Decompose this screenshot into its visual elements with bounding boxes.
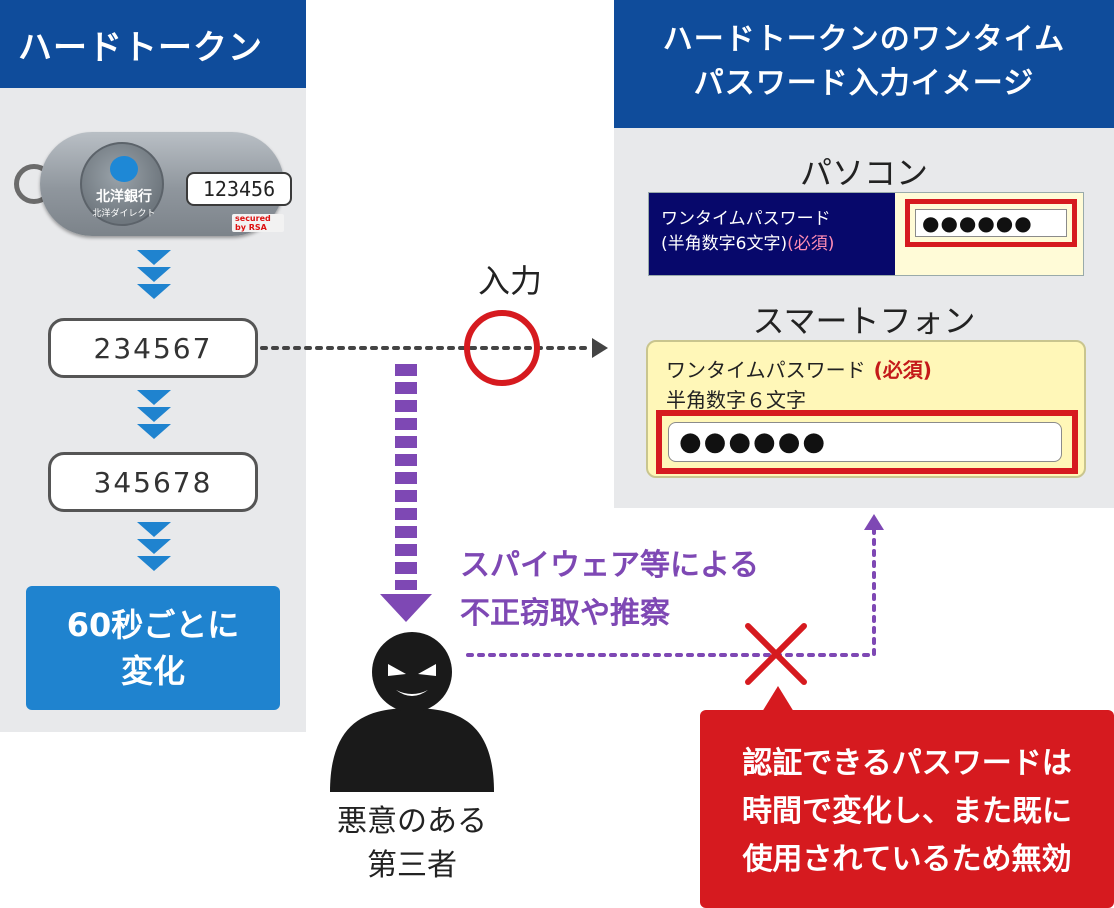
- smartphone-otp-hint: 半角数字６文字: [666, 388, 806, 412]
- reuse-attempt-dotted-line: [466, 528, 876, 657]
- theft-label-line1: スパイウェア等による: [460, 548, 760, 583]
- pc-required-label: (必須): [787, 234, 835, 254]
- blocked-x-icon: [745, 623, 807, 685]
- reuse-attempt-arrow-head-icon: [864, 514, 884, 530]
- theft-arrow: [380, 364, 432, 622]
- pc-otp-label-line1: ワンタイムパスワード: [661, 209, 831, 229]
- input-label: 入力: [477, 262, 542, 300]
- bank-logo: 北洋銀行 北洋ダイレクト: [80, 142, 164, 226]
- smartphone-otp-input[interactable]: ●●●●●●: [668, 422, 1062, 462]
- theft-arrow-head-icon: [380, 594, 432, 622]
- smartphone-otp-label: ワンタイムパスワード (必須): [666, 354, 932, 383]
- pc-otp-form: ワンタイムパスワード (半角数字6文字)(必須) ●●●●●●: [648, 192, 1084, 276]
- hard-token-device: 北洋銀行 北洋ダイレクト 123456 secured by RSA: [14, 126, 292, 238]
- pc-input-highlight: ●●●●●●: [905, 199, 1077, 247]
- chevron-down-icon: [136, 522, 172, 571]
- hard-token-title: ハードトークン: [0, 0, 306, 88]
- token-display: 123456: [186, 172, 292, 206]
- pc-label: パソコン: [799, 154, 928, 192]
- input-circle-icon: [464, 310, 540, 386]
- theft-label-line2: 不正窃取や推察: [460, 596, 670, 631]
- code-box-2: 345678: [48, 452, 258, 512]
- bank-logo-name: 北洋銀行: [96, 189, 152, 205]
- rsa-brand-label: secured by RSA: [232, 214, 284, 232]
- warning-line2: 時間で変化し、また既に: [742, 794, 1072, 829]
- pc-otp-field-label: ワンタイムパスワード (半角数字6文字)(必須): [649, 193, 895, 275]
- smartphone-required-label: (必須): [873, 358, 932, 382]
- hard-token-panel: ハードトークン 北洋銀行 北洋ダイレクト 123456 secured by R…: [0, 0, 306, 732]
- input-image-panel: ハードトークンのワンタイム パスワード入力イメージ パソコン ワンタイムパスワー…: [614, 0, 1114, 508]
- attacker-icon: [330, 632, 494, 792]
- input-image-title-line1: ハードトークンのワンタイム: [662, 22, 1066, 57]
- change-interval-line2: 変化: [120, 652, 185, 690]
- chevron-down-icon: [136, 250, 172, 299]
- token-body: 北洋銀行 北洋ダイレクト 123456 secured by RSA: [40, 132, 292, 236]
- warning-line1: 認証できるパスワードは: [742, 746, 1072, 781]
- theft-label: スパイウェア等による 不正窃取や推察: [460, 542, 759, 638]
- warning-pointer: [762, 686, 794, 712]
- warning-line3: 使用されているため無効: [742, 842, 1072, 877]
- pc-otp-label-line2: (半角数字6文字): [661, 234, 788, 254]
- input-image-title: ハードトークンのワンタイム パスワード入力イメージ: [614, 0, 1114, 128]
- bank-logo-icon: [110, 156, 138, 182]
- input-image-title-line2: パスワード入力イメージ: [693, 66, 1035, 101]
- change-interval-box: 60秒ごとに 変化: [26, 586, 280, 710]
- attacker-label: 悪意のある 第三者: [302, 800, 522, 888]
- smartphone-otp-form: ワンタイムパスワード (必須) 半角数字６文字 ●●●●●●: [646, 340, 1086, 478]
- invalid-password-warning: 認証できるパスワードは 時間で変化し、また既に 使用されているため無効: [700, 710, 1114, 908]
- smartphone-label: スマートフォン: [752, 302, 976, 340]
- pc-otp-input[interactable]: ●●●●●●: [915, 209, 1067, 237]
- attacker-label-line1: 悪意のある: [337, 804, 487, 839]
- code-box-1: 234567: [48, 318, 258, 378]
- smartphone-otp-label-line1: ワンタイムパスワード: [666, 358, 866, 382]
- attacker-label-line2: 第三者: [367, 848, 457, 883]
- bank-logo-sub: 北洋ダイレクト: [92, 209, 156, 219]
- chevron-down-icon: [136, 390, 172, 439]
- change-interval-line1: 60秒ごとに: [66, 606, 240, 644]
- smartphone-input-highlight: ●●●●●●: [656, 410, 1078, 474]
- input-arrow-head-icon: [592, 338, 608, 358]
